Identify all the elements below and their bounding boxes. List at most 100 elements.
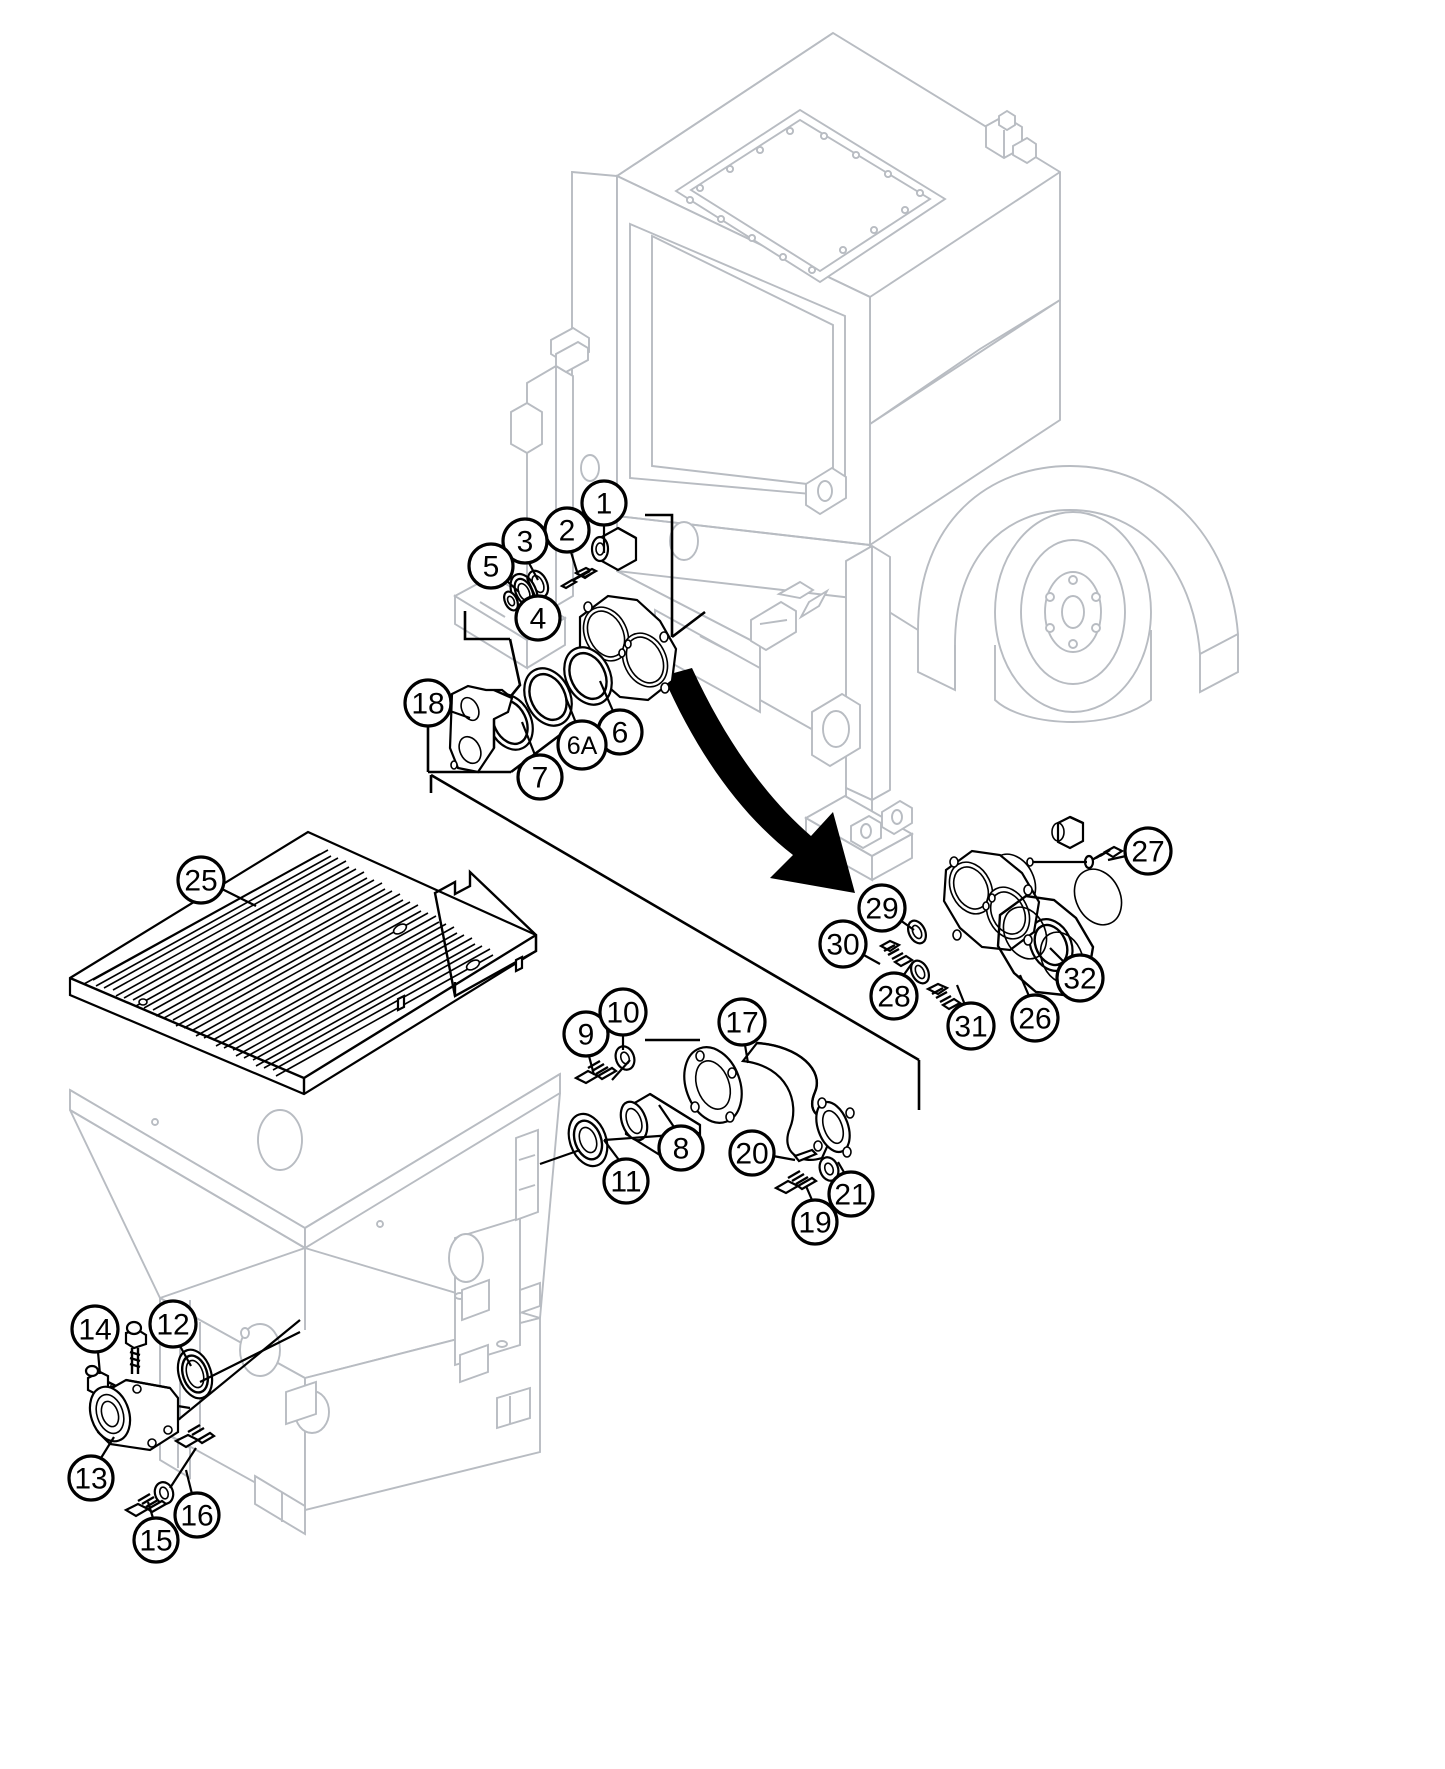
callout-bubble[interactable]: [1010, 993, 1060, 1043]
callout-number: 18: [411, 688, 444, 721]
callout-bubble[interactable]: [869, 971, 919, 1021]
callout-bubble[interactable]: [580, 479, 628, 527]
callout-leader-line: [772, 1154, 796, 1162]
callout-bubble[interactable]: [827, 1170, 875, 1218]
callout-number: 32: [1063, 963, 1096, 996]
callout-1[interactable]: 1: [580, 479, 628, 553]
part-1-bushing: [590, 526, 638, 572]
callout-21[interactable]: 21: [827, 1161, 875, 1218]
callout-27[interactable]: 27: [1107, 826, 1173, 876]
callout-13[interactable]: 13: [67, 1436, 115, 1502]
callout-7[interactable]: 7: [516, 721, 564, 801]
callout-bubble[interactable]: [946, 1001, 996, 1051]
callout-bubble[interactable]: [1055, 953, 1105, 1003]
callout-bubble[interactable]: [148, 1299, 198, 1349]
callout-30[interactable]: 30: [818, 919, 881, 969]
part-27-bolt: [1026, 845, 1125, 870]
callout-2[interactable]: 2: [543, 506, 591, 576]
part-30-bolt: [878, 939, 915, 968]
callout-19[interactable]: 19: [791, 1185, 839, 1246]
callout-bubble[interactable]: [501, 517, 549, 565]
callout-bubble[interactable]: [598, 987, 648, 1037]
callout-28[interactable]: 28: [869, 961, 919, 1021]
callout-bubble[interactable]: [516, 753, 564, 801]
part-2-bolt: [559, 566, 599, 590]
part-11-seal: [567, 1112, 609, 1168]
part-12-oring: [176, 1331, 301, 1400]
grate-panel: [68, 830, 538, 1096]
part-16-washer: [153, 1447, 197, 1505]
part-bolt-right-of-body: [173, 1423, 216, 1449]
part-31-bolt: [925, 982, 963, 1011]
callout-leader-line: [221, 888, 257, 907]
part-bushing-right: [1051, 815, 1085, 850]
callout-number: 17: [725, 1007, 758, 1040]
callout-number: 6: [612, 717, 629, 750]
part-19-bolt: [773, 1169, 818, 1195]
part-5-washer: [503, 590, 519, 612]
part-18-bracket: [448, 684, 514, 774]
callout-14[interactable]: 14: [70, 1304, 120, 1375]
callout-32[interactable]: 32: [1049, 947, 1105, 1003]
callout-number: 21: [834, 1179, 867, 1212]
callout-26[interactable]: 26: [1010, 974, 1060, 1043]
callout-bubble[interactable]: [467, 542, 515, 590]
callout-bubble[interactable]: [602, 1157, 650, 1205]
callout-10[interactable]: 10: [598, 987, 648, 1050]
callout-leader-line: [525, 577, 537, 597]
pump-flange-stack-upper: [448, 526, 678, 774]
callout-number: 28: [877, 981, 910, 1014]
callout-leader-line: [955, 984, 967, 1006]
part-29-washer: [906, 919, 928, 945]
callout-number: 1: [596, 488, 613, 521]
callout-17[interactable]: 17: [717, 997, 767, 1064]
callout-bubble[interactable]: [556, 719, 608, 771]
callout-bubble[interactable]: [818, 919, 868, 969]
callout-leader-line: [179, 1345, 192, 1367]
callout-bubble[interactable]: [1123, 826, 1173, 876]
callout-5[interactable]: 5: [467, 542, 520, 593]
callout-number: 27: [1131, 836, 1164, 869]
callout-bubble[interactable]: [657, 1124, 705, 1172]
flange-stack-right: [878, 815, 1125, 1011]
callout-20[interactable]: 20: [728, 1129, 796, 1177]
callout-bubble[interactable]: [403, 678, 453, 728]
callout-bubble[interactable]: [132, 1516, 180, 1564]
callout-16[interactable]: 16: [173, 1469, 221, 1539]
callout-6[interactable]: 6: [596, 680, 644, 756]
callout-bubble[interactable]: [176, 855, 226, 905]
callout-8[interactable]: 8: [657, 1104, 705, 1172]
callout-15[interactable]: 15: [132, 1501, 180, 1564]
callout-leader-line: [146, 1501, 155, 1519]
part-13-valve-body: [88, 1378, 180, 1452]
callout-12[interactable]: 12: [148, 1299, 198, 1367]
callout-25[interactable]: 25: [176, 855, 257, 907]
callout-bubble[interactable]: [173, 1491, 221, 1539]
callout-number: 16: [180, 1500, 213, 1533]
callout-11[interactable]: 11: [602, 1139, 650, 1205]
callout-4[interactable]: 4: [514, 577, 562, 642]
callout-bubble[interactable]: [717, 997, 767, 1047]
part-28-washer: [909, 959, 931, 985]
callout-6A[interactable]: 6A: [556, 697, 608, 771]
callout-bubble[interactable]: [514, 594, 562, 642]
callout-9[interactable]: 9: [562, 1010, 610, 1076]
callout-29[interactable]: 29: [857, 883, 915, 933]
callout-bubble[interactable]: [67, 1454, 115, 1502]
callout-bubble[interactable]: [728, 1129, 776, 1177]
callout-number: 11: [610, 1166, 641, 1199]
callout-number: 25: [184, 865, 217, 898]
callout-number: 14: [78, 1314, 111, 1347]
callout-bubble[interactable]: [70, 1304, 120, 1354]
part-bolt-upper-left: [124, 1320, 148, 1374]
callout-bubble[interactable]: [562, 1010, 610, 1058]
callout-31[interactable]: 31: [946, 984, 996, 1051]
callout-bubble[interactable]: [857, 883, 907, 933]
callout-3[interactable]: 3: [501, 517, 549, 581]
callout-number: 29: [865, 893, 898, 926]
callout-bubble[interactable]: [791, 1198, 839, 1246]
callout-number: 15: [139, 1525, 172, 1558]
callout-18[interactable]: 18: [403, 678, 471, 728]
callout-number: 4: [530, 603, 547, 636]
